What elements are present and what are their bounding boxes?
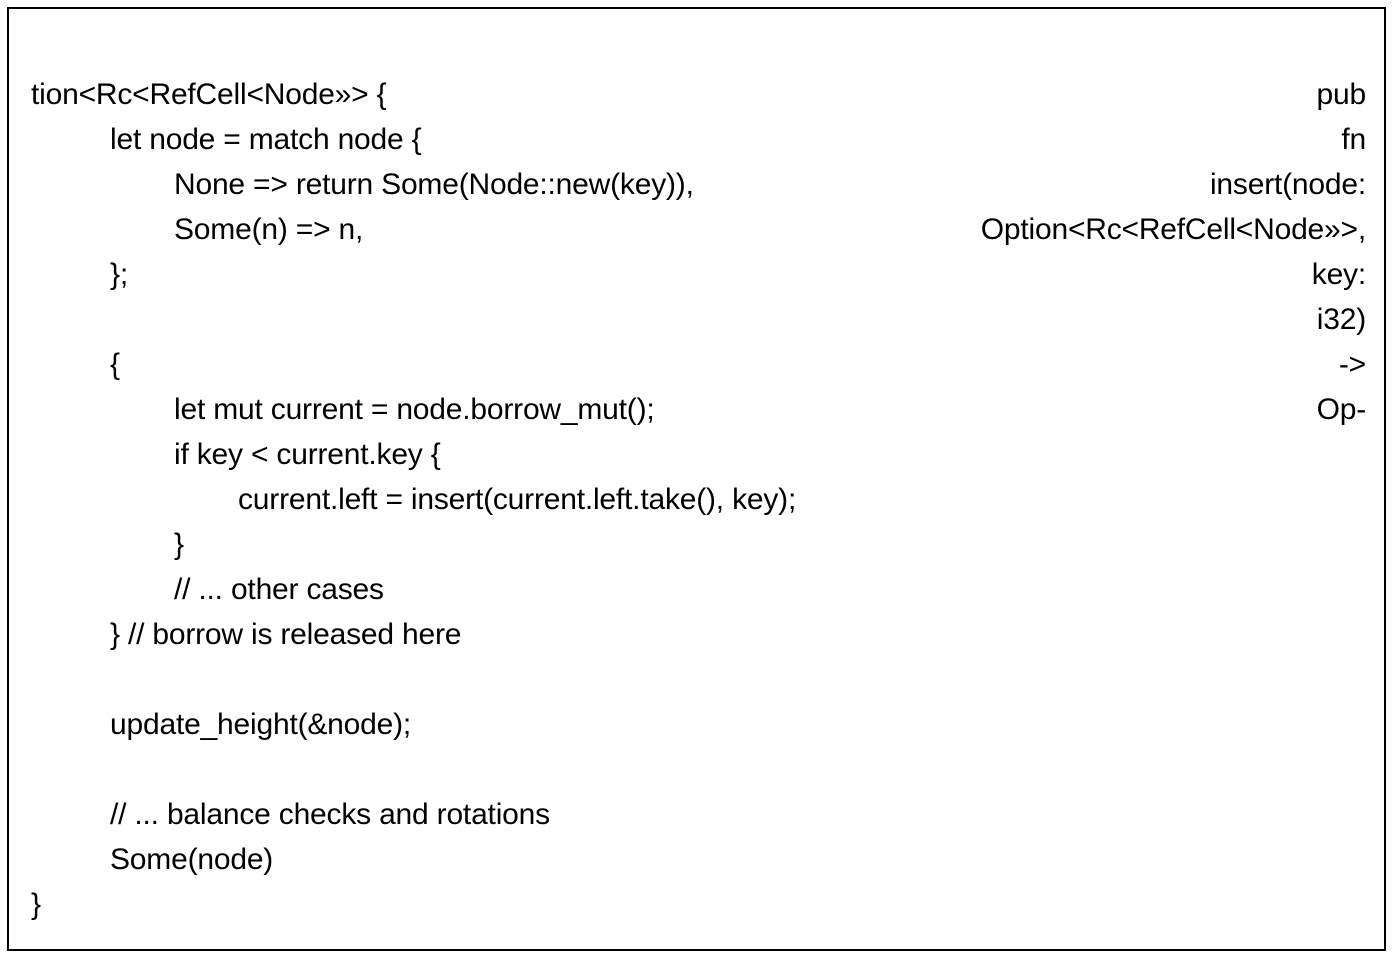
code-line: {: [110, 348, 120, 381]
code-signature-row-1: pub fn insert(node: Option<Rc<RefCell<No…: [31, 27, 1366, 426]
code-line: Some(n) => n,: [174, 213, 364, 246]
code-line: None => return Some(Node::new(key)),: [174, 168, 694, 201]
code-line: current.left = insert(current.left.take(…: [238, 483, 797, 516]
code-line: // ... other cases: [174, 573, 384, 606]
signature-token-4: key:: [1311, 258, 1366, 291]
signature-token-6: ->: [1338, 348, 1366, 381]
signature-token-7: Op-: [1316, 393, 1367, 426]
signature-token-3: Option<Rc<RefCell<Node»>,: [980, 213, 1366, 246]
code-block-frame: pub fn insert(node: Option<Rc<RefCell<No…: [7, 7, 1386, 951]
code-line: };: [110, 258, 128, 291]
code-line-signature: pub fn insert(node: Option<Rc<RefCell<No…: [31, 27, 1366, 426]
code-line: Some(node): [110, 843, 274, 876]
code-line-blank: [31, 747, 1366, 792]
signature-token-2: insert(node:: [1209, 168, 1366, 201]
signature-token-5: i32): [1316, 303, 1366, 336]
code-line: update_height(&node);: [110, 708, 412, 741]
code-line: }: [174, 528, 184, 561]
code-line: let mut current = node.borrow_mut();: [174, 393, 655, 426]
code-signature-row-2: tion<Rc<RefCell<Node»> {: [31, 78, 387, 111]
code-line-blank: [31, 657, 1366, 702]
code-body: let node = match node { None => return So…: [31, 117, 1366, 927]
code-line: } // borrow is released here: [110, 618, 462, 651]
signature-token-1: fn: [1341, 123, 1366, 156]
code-line: if key < current.key {: [174, 438, 441, 471]
code-listing: pub fn insert(node: Option<Rc<RefCell<No…: [9, 9, 1384, 927]
code-line: let node = match node {: [110, 123, 422, 156]
signature-token-0: pub: [1316, 78, 1367, 111]
code-line: // ... balance checks and rotations: [110, 798, 550, 831]
code-line: }: [31, 888, 41, 921]
